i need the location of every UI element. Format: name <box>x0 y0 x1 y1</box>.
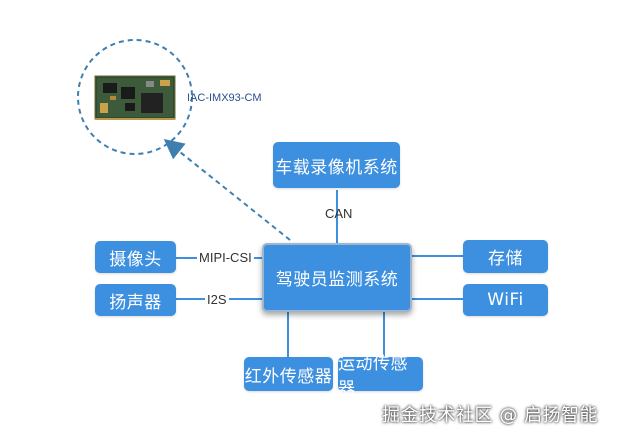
box-storage: 存储 <box>463 240 548 273</box>
label-i2s: I2S <box>205 292 229 307</box>
module-arrow <box>163 139 291 241</box>
box-infrared-sensor: 红外传感器 <box>244 357 333 391</box>
box-camera: 摄像头 <box>95 241 176 273</box>
box-dashcam-system: 车载录像机系统 <box>273 142 400 188</box>
module-label: IAC-IMX93-CM <box>187 92 262 104</box>
box-driver-monitoring-system: 驾驶员监测系统 <box>262 243 412 312</box>
box-wifi: WiFi <box>463 284 548 316</box>
watermark: 掘金技术社区 @ 启扬智能 <box>382 405 598 426</box>
module-highlight-circle <box>77 39 193 155</box>
label-mipi-csi: MIPI-CSI <box>197 250 254 265</box>
box-speaker: 扬声器 <box>95 284 176 316</box>
box-motion-sensor: 运动传感器 <box>338 354 423 399</box>
label-can: CAN <box>325 206 353 221</box>
module-board-image <box>94 75 176 120</box>
